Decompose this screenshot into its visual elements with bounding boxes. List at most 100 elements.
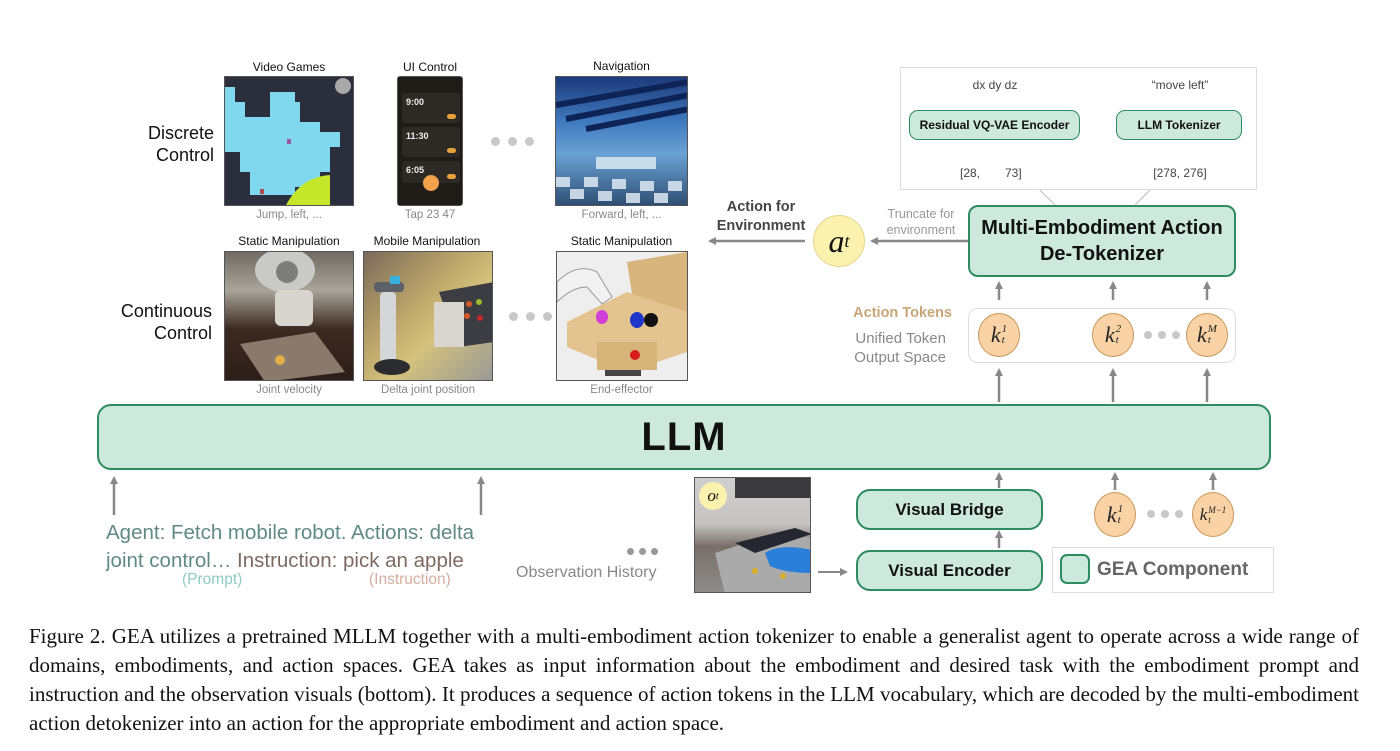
dot xyxy=(1175,510,1183,518)
mobile-manipulation-thumbnail xyxy=(363,251,493,381)
dot xyxy=(1158,331,1166,339)
previous-token-dots xyxy=(1147,510,1183,518)
dot xyxy=(491,137,500,146)
dot xyxy=(1144,331,1152,339)
mobile-manipulation-scene xyxy=(374,276,492,375)
robot-body xyxy=(380,292,396,362)
alarm-toggle xyxy=(447,174,456,179)
vqvae-output-a: [28, xyxy=(960,166,981,180)
static-manipulation-scene xyxy=(240,252,345,380)
unified-token-space-label: Unified Token Output Space xyxy=(854,330,946,366)
action-token-container xyxy=(968,308,1236,363)
llm-tokenizer-box: LLM Tokenizer xyxy=(1116,110,1242,140)
moon xyxy=(335,78,351,94)
observation-symbol: o xyxy=(707,486,716,505)
example-caption: Joint velocity xyxy=(256,384,322,396)
token-subscript: t xyxy=(1207,334,1211,346)
example-title: Static Manipulation xyxy=(238,234,340,248)
example-caption: End-effector xyxy=(590,384,653,396)
discrete-control-label: Discrete Control xyxy=(147,123,214,165)
example-title: Navigation xyxy=(593,59,650,73)
static-manipulation-thumbnail xyxy=(224,251,354,381)
robot-arm xyxy=(557,268,613,305)
prompt-line-2-text: joint control… xyxy=(106,549,238,572)
more-continuous-dots xyxy=(509,312,552,321)
instruction-tag: (Instruction) xyxy=(369,571,451,588)
vqvae-output-b: 73] xyxy=(1005,166,1022,180)
player xyxy=(287,139,291,144)
token-superscript: M−1 xyxy=(1208,504,1227,515)
figure-caption: Figure 2. GEA utilizes a pretrained MLLM… xyxy=(29,624,1359,735)
prompt-text: Agent: Fetch mobile robot. Actions: delt… xyxy=(106,519,474,575)
legend-swatch xyxy=(1060,554,1090,584)
example-caption: Forward, left, ... xyxy=(581,209,662,221)
token-base: k xyxy=(1106,501,1117,527)
example-title: UI Control xyxy=(402,60,458,74)
prompt-line-1: Agent: Fetch mobile robot. Actions: delt… xyxy=(106,521,475,544)
token-ellipsis-dots xyxy=(1144,331,1180,339)
alarm-toggle xyxy=(447,114,456,119)
prompt-line-2: joint control… Instruction: pick an appl… xyxy=(106,547,474,575)
alarm-card: 9:00 xyxy=(402,93,460,123)
visual-bridge-box: Visual Bridge xyxy=(856,489,1043,530)
legend: GEA Component xyxy=(1052,547,1274,593)
alarm-card: 11:30 xyxy=(402,127,460,157)
token-base: k xyxy=(1197,322,1207,347)
enemy xyxy=(260,189,264,194)
token-subscript: t xyxy=(1117,513,1121,526)
example-title: Video Games xyxy=(252,60,326,74)
ui-control-thumbnail: 9:00 11:30 6:05 xyxy=(397,76,463,206)
token-subscript: t xyxy=(1001,334,1005,346)
detokenizer-label-line2: De-Tokenizer xyxy=(1039,243,1165,265)
observation-scene xyxy=(715,478,810,592)
drawer xyxy=(434,302,464,347)
end-effector-scene xyxy=(557,252,687,376)
llm-tokenizer-output: [278, 276] xyxy=(1153,166,1207,180)
prompt-tag: (Prompt) xyxy=(182,571,243,588)
dot xyxy=(1161,510,1169,518)
dot xyxy=(525,137,534,146)
dot xyxy=(627,548,634,555)
token-superscript: 2 xyxy=(1115,323,1122,335)
video-game-thumbnail xyxy=(224,76,354,206)
mat xyxy=(240,332,345,380)
token-base: k xyxy=(990,322,1001,347)
dot xyxy=(509,312,518,321)
robot-gripper xyxy=(765,547,810,573)
example-caption: Jump, left, ... xyxy=(256,209,322,221)
drawer xyxy=(597,342,657,370)
dot xyxy=(639,548,646,555)
table xyxy=(596,157,656,169)
dot xyxy=(508,137,517,146)
token-superscript: 1 xyxy=(1001,323,1008,335)
dot xyxy=(543,312,552,321)
token-base: k xyxy=(1199,504,1208,524)
truncate-label: Truncate for environment xyxy=(886,207,956,237)
dot xyxy=(526,312,535,321)
example-title: Mobile Manipulation xyxy=(373,234,481,248)
example-caption: Delta joint position xyxy=(381,384,475,396)
observation-history-dots xyxy=(627,548,658,555)
residual-vqvae-encoder-box: Residual VQ-VAE Encoder xyxy=(909,110,1080,140)
example-caption: Tap 23 47 xyxy=(404,209,456,221)
funnel-line-right xyxy=(1134,189,1151,206)
add-alarm-fab xyxy=(423,175,439,191)
sky-area xyxy=(225,87,340,195)
dot xyxy=(651,548,658,555)
observation-subscript: t xyxy=(715,490,719,502)
end-effector-thumbnail xyxy=(556,251,688,381)
token-superscript: 1 xyxy=(1117,502,1124,515)
example-title: Static Manipulation xyxy=(570,234,673,248)
token-subscript: t xyxy=(1208,514,1211,525)
token-base: k xyxy=(1104,322,1115,347)
navigation-scene xyxy=(556,79,687,203)
navigation-thumbnail xyxy=(555,76,688,206)
video-game-scene xyxy=(225,78,351,205)
dot xyxy=(1147,510,1155,518)
